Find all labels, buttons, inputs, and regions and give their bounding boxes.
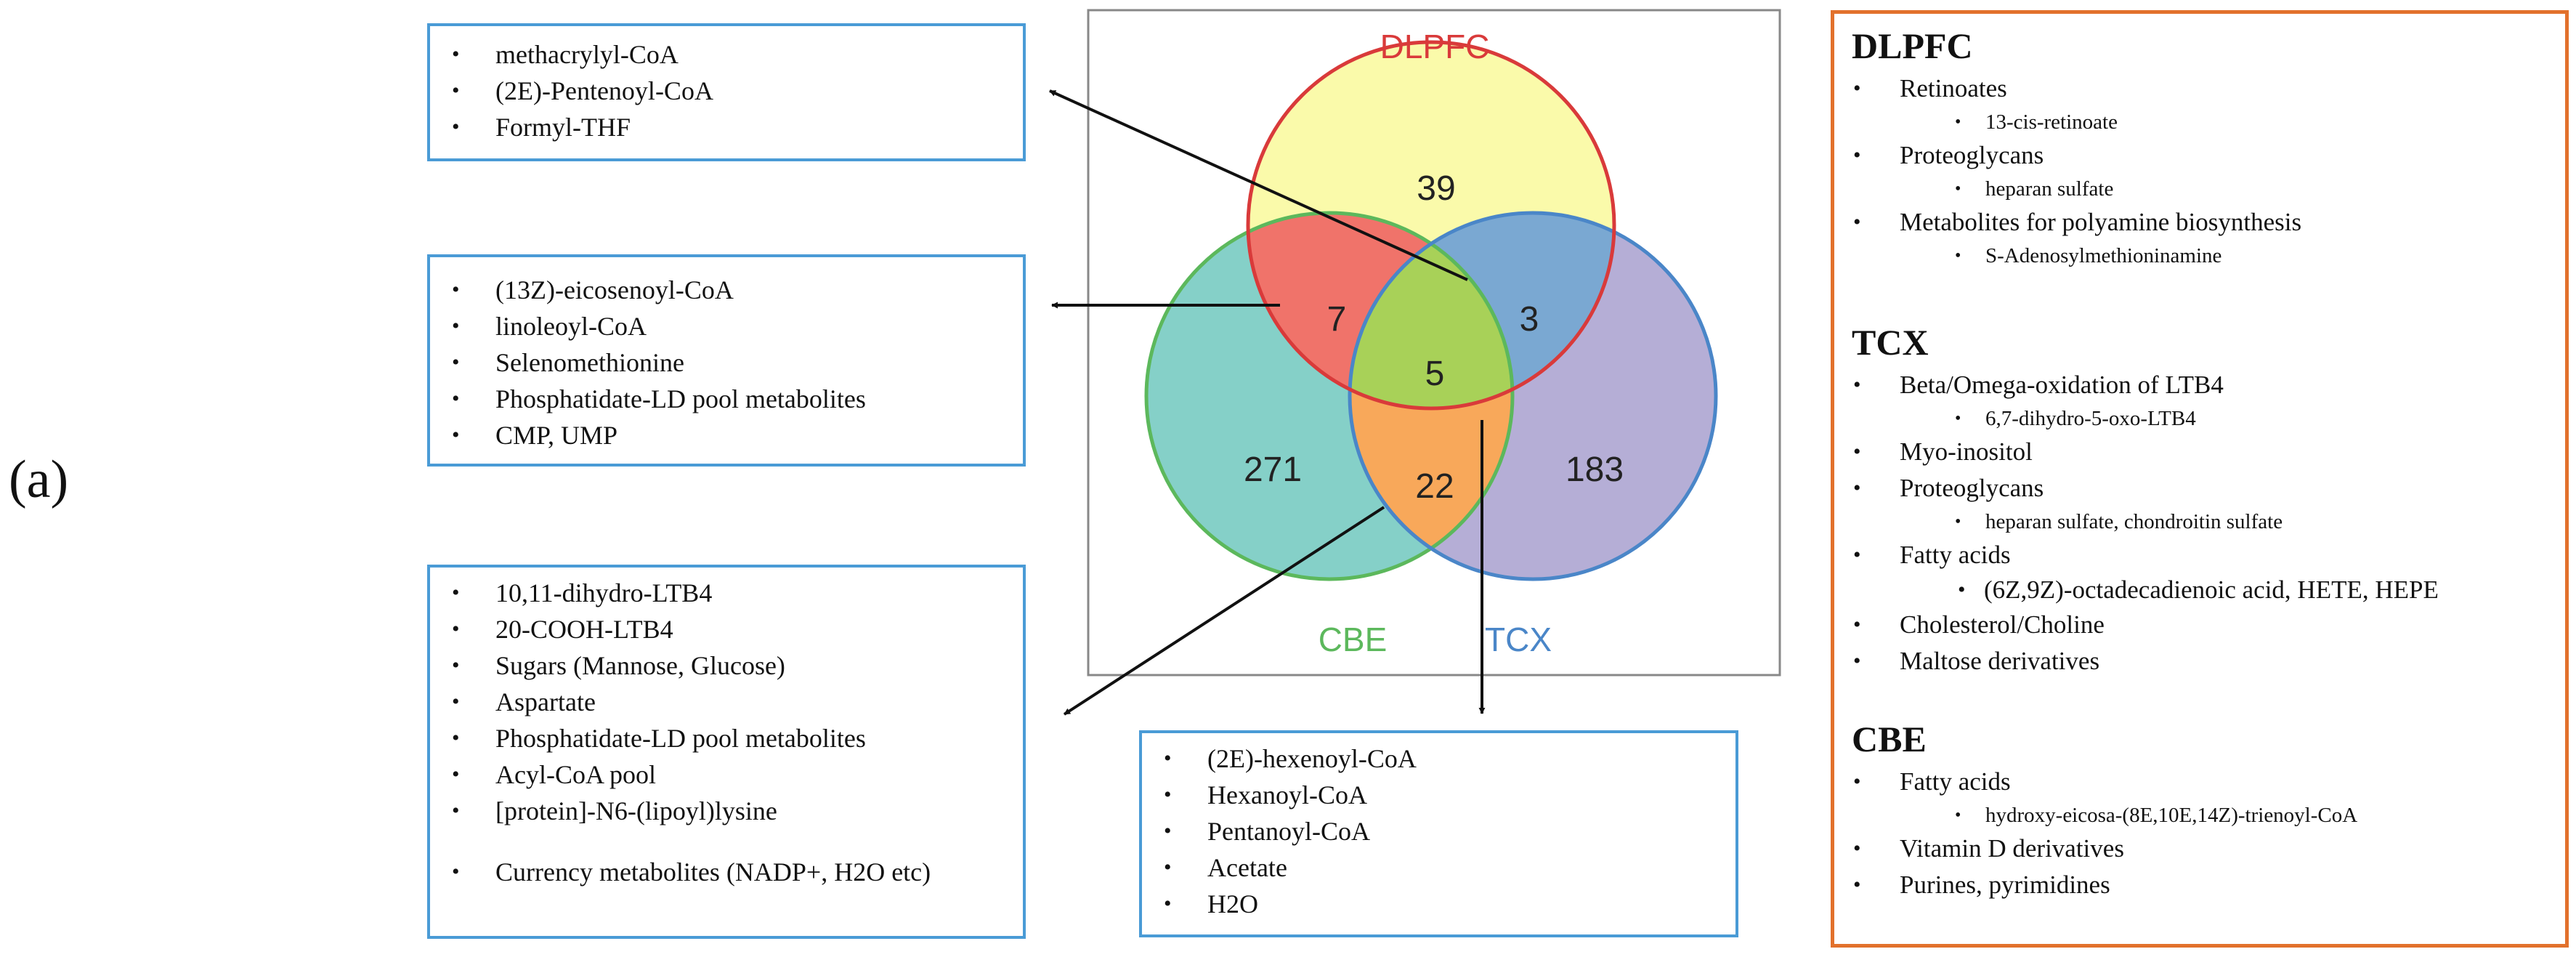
- summary-item: Metabolites for polyamine biosynthesis: [1834, 204, 2565, 241]
- summary-item: Proteoglycans: [1834, 137, 2565, 174]
- list-item: (13Z)-eicosenoyl-CoA: [430, 272, 1023, 308]
- summary-item: Fatty acids: [1834, 764, 2565, 800]
- summary-subitem: heparan sulfate: [1834, 174, 2565, 204]
- list-item: Pentanoyl-CoA: [1142, 813, 1735, 849]
- list-item: 20-COOH-LTB4: [430, 611, 1023, 647]
- count-cbe-only: 271: [1244, 451, 1302, 489]
- list-item: (2E)-Pentenoyl-CoA: [430, 73, 1023, 109]
- summary-item: Cholesterol/Choline: [1834, 607, 2565, 643]
- circle-tcx-outline: [1348, 211, 1718, 581]
- list-item: H2O: [1142, 886, 1735, 922]
- list-item: Currency metabolites (NADP+, H2O etc): [430, 854, 1023, 890]
- box-cbe-tcx-shared: 10,11-dihydro-LTB4 20-COOH-LTB4 Sugars (…: [427, 565, 1026, 939]
- summary-subitem: (6Z,9Z)-octadecadienoic acid, HETE, HEPE: [1834, 573, 2565, 607]
- list-item: [protein]-N6-(lipoyl)lysine: [430, 793, 1023, 829]
- list-item: Aspartate: [430, 684, 1023, 720]
- list-item: Sugars (Mannose, Glucose): [430, 647, 1023, 684]
- summary-title-dlpfc: DLPFC: [1852, 25, 1973, 66]
- count-dlpfc-tcx: 3: [1520, 300, 1539, 339]
- box-tcx-shared: (2E)-hexenoyl-CoA Hexanoyl-CoA Pentanoyl…: [1139, 730, 1738, 937]
- count-tcx-only: 183: [1566, 451, 1624, 489]
- list-item: Hexanoyl-CoA: [1142, 777, 1735, 813]
- arrow-to-bottom-left-box: [1063, 506, 1385, 716]
- summary-item: Vitamin D derivatives: [1834, 831, 2565, 867]
- summary-subitem: hydroxy-eicosa-(8E,10E,14Z)-trienoyl-CoA: [1834, 800, 2565, 831]
- list-item: Phosphatidate-LD pool metabolites: [430, 720, 1023, 756]
- summary-box: DLPFC Retinoates 13-cis-retinoate Proteo…: [1831, 10, 2569, 948]
- list-item: Acyl-CoA pool: [430, 756, 1023, 793]
- region-all: [1350, 213, 1512, 408]
- box-dlpfc-cbe-shared: (13Z)-eicosenoyl-CoA linoleoyl-CoA Selen…: [427, 254, 1026, 467]
- list-item: CMP, UMP: [430, 417, 1023, 453]
- summary-item: Myo-inositol: [1834, 434, 2565, 470]
- summary-subitem: S-Adenosylmethioninamine: [1834, 241, 2565, 271]
- summary-title-cbe: CBE: [1852, 719, 1927, 759]
- list-item: linoleoyl-CoA: [430, 308, 1023, 344]
- summary-subitem: 6,7-dihydro-5-oxo-LTB4: [1834, 403, 2565, 434]
- list-item: (2E)-hexenoyl-CoA: [1142, 740, 1735, 777]
- list-item: Formyl-THF: [430, 109, 1023, 145]
- circle-dlpfc-outline: [1246, 40, 1616, 411]
- summary-subitem: 13-cis-retinoate: [1834, 107, 2565, 137]
- set-label-tcx: TCX: [1485, 621, 1552, 658]
- list-item: Acetate: [1142, 849, 1735, 886]
- list-item: methacrylyl-CoA: [430, 36, 1023, 73]
- summary-item: Proteoglycans: [1834, 470, 2565, 506]
- summary-subitem: heparan sulfate, chondroitin sulfate: [1834, 506, 2565, 537]
- count-cbe-tcx: 22: [1415, 467, 1454, 506]
- list-item: Selenomethionine: [430, 344, 1023, 381]
- summary-item: Purines, pyrimidines: [1834, 867, 2565, 903]
- count-all: 5: [1425, 355, 1445, 393]
- set-label-dlpfc: DLPFC: [1380, 28, 1490, 65]
- count-dlpfc-cbe: 7: [1327, 300, 1347, 339]
- arrow-to-top-box: [1049, 89, 1468, 281]
- box-dlpfc-specific: methacrylyl-CoA (2E)-Pentenoyl-CoA Formy…: [427, 23, 1026, 161]
- summary-item: Maltose derivatives: [1834, 643, 2565, 679]
- summary-item: Beta/Omega-oxidation of LTB4: [1834, 367, 2565, 403]
- count-dlpfc-only: 39: [1417, 169, 1455, 208]
- summary-title-tcx: TCX: [1852, 322, 1929, 363]
- set-label-cbe: CBE: [1319, 621, 1388, 658]
- summary-item: Fatty acids: [1834, 537, 2565, 573]
- list-item: Phosphatidate-LD pool metabolites: [430, 381, 1023, 417]
- list-item: 10,11-dihydro-LTB4: [430, 575, 1023, 611]
- panel-label: (a): [9, 450, 69, 509]
- circle-cbe-outline: [1144, 211, 1515, 581]
- summary-item: Retinoates: [1834, 70, 2565, 107]
